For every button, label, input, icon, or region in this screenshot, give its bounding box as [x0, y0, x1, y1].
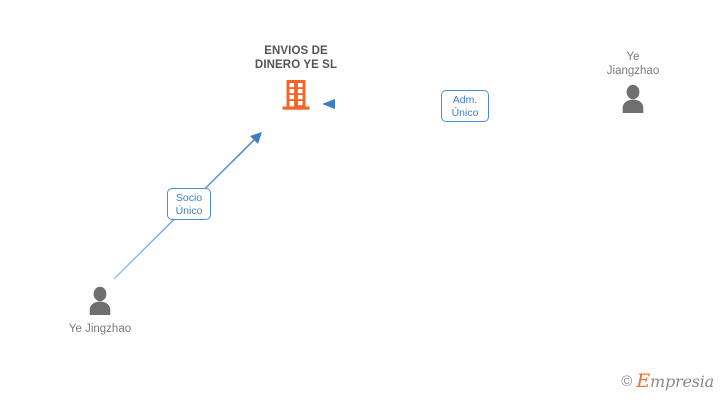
person-icon[interactable] — [583, 82, 683, 116]
brand-wordmark: Empresia — [636, 370, 714, 392]
brand-rest: mpresia — [650, 372, 714, 391]
person-node-left[interactable]: Ye Jingzhao — [50, 284, 150, 336]
edge-socio-arrowhead — [250, 132, 262, 144]
company-node[interactable]: ENVIOS DE DINERO YE SL — [236, 44, 356, 113]
person-left-label: Ye Jingzhao — [68, 323, 132, 335]
person-icon[interactable] — [50, 284, 150, 318]
copyright-icon: © — [621, 372, 633, 390]
person-node-right[interactable]: Ye Jiangzhao — [583, 50, 683, 116]
company-title: ENVIOS DE DINERO YE SL — [254, 45, 338, 71]
brand-initial: E — [636, 370, 650, 392]
watermark: © Empresia — [621, 370, 714, 392]
relation-label-socio-unico[interactable]: Socio Único — [167, 188, 211, 220]
building-icon[interactable] — [236, 77, 356, 113]
edge-adm-arrowhead — [322, 99, 335, 109]
person-right-label: Ye Jiangzhao — [606, 51, 660, 77]
relation-label-adm-unico[interactable]: Adm. Único — [441, 90, 489, 122]
